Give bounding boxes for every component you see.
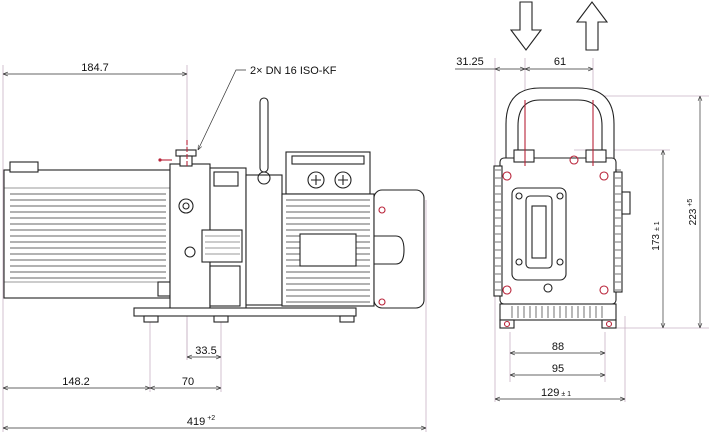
side-view: 184.7 148.2 70 33.5 419+2 2× DN 16 ISO-K… [2,62,427,432]
front-base-fins [511,306,603,318]
motor [281,151,425,309]
outlet-arrow-up [575,1,609,51]
side-dimensions: 184.7 148.2 70 33.5 419+2 2× DN 16 ISO-K… [3,62,426,428]
cooling-fins [10,193,166,279]
dim-total-length: 419+2 [187,415,215,428]
dim-port-height: 173± 1 [651,221,662,250]
dim-foot-inner: 88 [552,341,564,353]
front-view: 31.25 61 223+5 173± 1 88 95 129± 1 [455,1,709,402]
dim-left-offset: 31.25 [456,56,484,68]
front-dimensions: 31.25 61 223+5 173± 1 88 95 129± 1 [455,56,700,399]
front-side-fins [495,169,621,291]
dim-port-spacing: 61 [554,56,566,68]
fin-housing [3,161,171,299]
dim-total-width: 129± 1 [541,387,571,399]
pump-body [158,97,283,313]
base-and-feet [133,307,357,323]
dim-port-offset: 33.5 [195,345,216,357]
dim-total-height: 223+5 [687,199,699,226]
dim-top-width: 184.7 [81,62,109,74]
inlet-arrow-down [509,1,543,51]
dim-foot-offset: 148.2 [62,376,90,388]
port-callout: 2× DN 16 ISO-KF [250,65,337,77]
dim-foot-outer: 95 [552,363,564,375]
dim-foot-spacing: 70 [182,376,194,388]
